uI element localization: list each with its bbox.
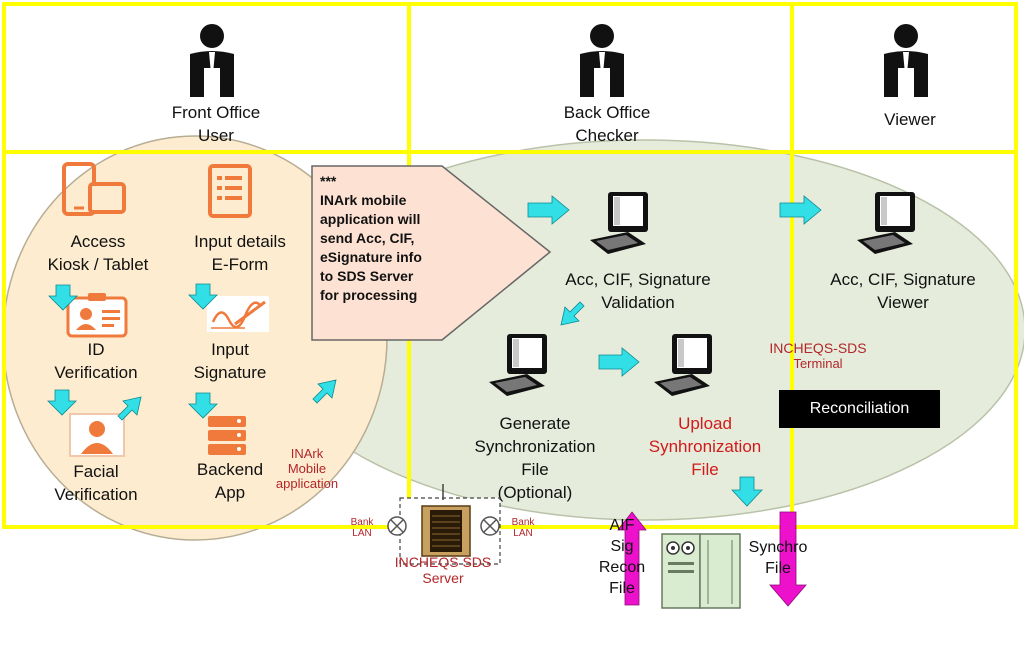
bank-lan-left-line1: Bank: [350, 517, 374, 528]
frame-divider-2: [790, 2, 794, 529]
kiosk-tablet-icon: [62, 162, 126, 216]
callout-line1: INArk mobile: [320, 192, 407, 208]
label-upload: Upload Synhronization File: [622, 412, 788, 481]
label-viewer-line1: Acc, CIF, Signature: [830, 270, 976, 289]
signature-icon: [207, 296, 269, 332]
role-front-line2: User: [198, 126, 234, 145]
label-viewer-step: Acc, CIF, Signature Viewer: [803, 268, 1003, 314]
label-validation: Acc, CIF, Signature Validation: [538, 268, 738, 314]
role-front-office: Front Office User: [136, 101, 296, 147]
label-signature-line1: Input: [211, 340, 249, 359]
callout-line3: send Acc, CIF,: [320, 230, 415, 246]
server-stack-icon: [208, 416, 246, 455]
label-aif: AIF Sig Recon File: [592, 515, 652, 599]
upload-computer-icon: [654, 334, 712, 396]
label-input-details: Input details E-Form: [170, 230, 310, 276]
label-facial-line2: Verification: [54, 485, 138, 504]
label-upload-line3: File: [691, 460, 719, 479]
frame-header-row: [2, 2, 1018, 154]
file-storage-icon: [661, 533, 741, 609]
label-aif-line3: Recon: [598, 559, 646, 576]
label-upload-line2: Synhronization: [648, 437, 762, 456]
callout-line2: application will: [320, 211, 421, 227]
label-inark-line3: application: [275, 476, 339, 491]
viewer-person-icon: [884, 24, 928, 97]
label-synchro-line1: Synchro: [748, 539, 808, 556]
label-generate-line2: Synchronization: [474, 437, 596, 456]
label-access-line2: Kiosk / Tablet: [47, 255, 149, 274]
label-generate-line4: (Optional): [497, 483, 573, 502]
role-back-line2: Checker: [575, 126, 639, 145]
label-bank-lan-right: Bank LAN: [503, 517, 543, 539]
front-office-person-icon: [190, 24, 234, 97]
label-validation-line2: Validation: [601, 293, 675, 312]
validation-computer-icon: [590, 192, 648, 254]
callout-line6: for processing: [320, 287, 418, 303]
label-generate: Generate Synchronization File (Optional): [452, 412, 618, 504]
label-input-details-line2: E-Form: [211, 255, 269, 274]
label-server-line2: Server: [422, 570, 464, 586]
label-terminal: INCHEQS-SDS Terminal: [748, 340, 888, 372]
label-inark-mobile: INArk Mobile application: [262, 446, 352, 491]
label-access-line1: Access: [70, 232, 126, 251]
viewer-computer-icon: [857, 192, 915, 254]
facial-icon: [69, 413, 125, 457]
label-inark-line1: INArk: [290, 446, 324, 461]
label-generate-line1: Generate: [499, 414, 571, 433]
bank-lan-right-line2: LAN: [513, 528, 533, 539]
label-facial: Facial Verification: [26, 460, 166, 506]
reconciliation-button[interactable]: Reconciliation: [779, 390, 940, 428]
label-input-details-line1: Input details: [194, 232, 286, 251]
label-aif-line1: AIF: [609, 517, 635, 534]
label-validation-line1: Acc, CIF, Signature: [565, 270, 711, 289]
callout-line4: eSignature info: [320, 249, 422, 265]
bank-lan-left-line2: LAN: [352, 528, 372, 539]
label-aif-line2: Sig: [610, 538, 634, 555]
label-synchro: Synchro File: [743, 537, 813, 579]
role-front-line1: Front Office: [171, 103, 261, 122]
role-viewer: Viewer: [884, 110, 936, 129]
role-back-office: Back Office Checker: [527, 101, 687, 147]
back-office-person-icon: [580, 24, 624, 97]
label-terminal-line1: INCHEQS-SDS: [769, 340, 867, 356]
bank-lan-right-icon: [480, 516, 500, 536]
label-inark-line2: Mobile: [287, 461, 327, 476]
label-id-line2: Verification: [54, 363, 138, 382]
role-back-line1: Back Office: [563, 103, 651, 122]
label-terminal-line2: Terminal: [793, 356, 843, 371]
label-bank-lan-left: Bank LAN: [342, 517, 382, 539]
label-backend-line1: Backend: [196, 460, 264, 479]
eform-icon: [208, 164, 252, 218]
label-upload-line1: Upload: [678, 414, 732, 433]
label-server: INCHEQS SDS Server: [376, 554, 510, 586]
reconciliation-label: Reconciliation: [809, 400, 910, 417]
label-generate-line3: File: [521, 460, 549, 479]
label-synchro-line2: File: [765, 560, 791, 577]
generate-computer-icon: [489, 334, 547, 396]
label-backend: Backend App: [160, 458, 300, 504]
callout-line5: to SDS Server: [320, 268, 414, 284]
label-server-line1: INCHEQS SDS: [394, 554, 492, 570]
label-id-line1: ID: [87, 340, 105, 359]
label-id-verification: ID Verification: [26, 338, 166, 384]
label-input-signature: Input Signature: [160, 338, 300, 384]
label-signature-line2: Signature: [193, 363, 267, 382]
label-facial-line1: Facial: [73, 462, 119, 481]
label-viewer-line2: Viewer: [877, 293, 929, 312]
callout-stars: ***: [320, 173, 337, 189]
label-access: Access Kiosk / Tablet: [28, 230, 168, 276]
callout-shape: [311, 165, 552, 341]
callout-text: *** INArk mobile application will send A…: [320, 172, 460, 305]
bank-lan-left-icon: [387, 516, 407, 536]
label-aif-line4: File: [609, 580, 635, 597]
server-device-icon: [399, 484, 501, 565]
id-card-icon: [66, 293, 128, 338]
label-backend-line2: App: [214, 483, 246, 502]
bank-lan-right-line1: Bank: [511, 517, 535, 528]
